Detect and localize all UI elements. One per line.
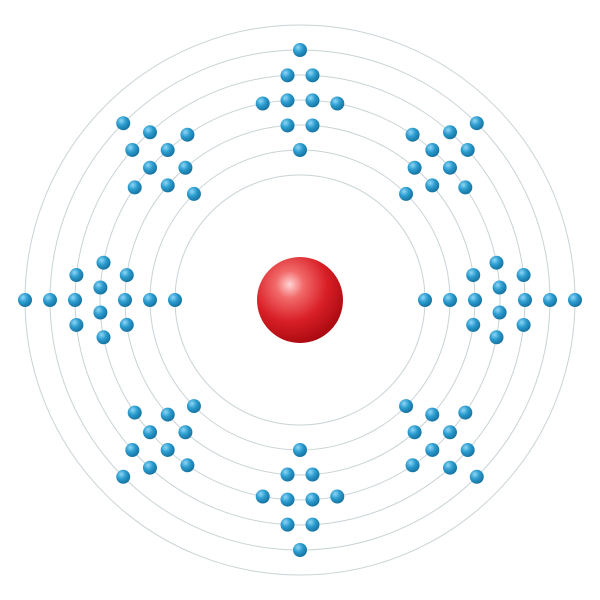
electron-shell-5 (443, 460, 458, 475)
electron-shell-2 (143, 293, 157, 307)
electron-shell-3 (160, 407, 175, 422)
electron-shell-2 (399, 186, 414, 201)
electron-shell-5 (460, 443, 475, 458)
electron-shell-1 (418, 293, 432, 307)
electron-shell-4 (93, 305, 108, 320)
electron-shell-4 (255, 489, 270, 504)
electron-shell-5 (142, 125, 157, 140)
electron-shell-3 (280, 118, 295, 133)
electron-shell-4 (330, 489, 345, 504)
electron-shell-3 (178, 425, 193, 440)
electron-shell-4 (305, 93, 320, 108)
electron-shell-4 (160, 442, 175, 457)
electron-shell-6 (116, 469, 131, 484)
electron-shell-4 (489, 255, 504, 270)
electron-shell-4 (96, 330, 111, 345)
electron-shell-2 (399, 399, 414, 414)
electron-shell-4 (405, 458, 420, 473)
electron-shell-4 (180, 458, 195, 473)
electron-shell-5 (305, 517, 320, 532)
electron-shell-3 (425, 407, 440, 422)
electron-shell-4 (458, 405, 473, 420)
electron-shell-5 (516, 268, 531, 283)
electron-shell-7 (568, 293, 582, 307)
electron-shell-4 (492, 305, 507, 320)
electron-shell-4 (255, 96, 270, 111)
electron-shell-7 (18, 293, 32, 307)
electron-shell-5 (68, 293, 82, 307)
electron-shell-5 (305, 68, 320, 83)
electron-shell-4 (127, 180, 142, 195)
electron-shell-3 (160, 178, 175, 193)
electron-shell-6 (469, 469, 484, 484)
electron-shell-4 (442, 425, 457, 440)
electron-shell-4 (425, 143, 440, 158)
electron-shell-4 (96, 255, 111, 270)
electron-shell-4 (280, 492, 295, 507)
electron-shell-5 (280, 68, 295, 83)
electron-shell-5 (516, 317, 531, 332)
electron-shell-6 (543, 293, 557, 307)
electron-shell-2 (443, 293, 457, 307)
electron-shell-1 (168, 293, 182, 307)
electron-shell-3 (118, 293, 132, 307)
electron-shell-4 (143, 160, 158, 175)
electron-shell-4 (160, 143, 175, 158)
electron-shell-5 (460, 142, 475, 157)
electron-shell-5 (69, 268, 84, 283)
electron-shell-3 (305, 118, 320, 133)
electron-shell-3 (119, 268, 134, 283)
electron-shell-4 (127, 405, 142, 420)
electron-shell-4 (280, 93, 295, 108)
electron-shell-3 (407, 425, 422, 440)
electron-shell-4 (489, 330, 504, 345)
electron-shell-3 (468, 293, 482, 307)
electron-shell-5 (142, 460, 157, 475)
electron-shell-6 (469, 116, 484, 131)
electron-shell-3 (119, 317, 134, 332)
orbit-shell-4 (99, 99, 501, 501)
electron-shell-4 (330, 96, 345, 111)
electron-shell-6 (116, 116, 131, 131)
electron-shell-3 (407, 160, 422, 175)
electron-shell-5 (125, 142, 140, 157)
electron-shell-3 (178, 160, 193, 175)
nucleus (257, 257, 343, 343)
electron-shell-3 (466, 317, 481, 332)
electron-shell-5 (443, 125, 458, 140)
electron-shell-4 (143, 425, 158, 440)
electron-shell-3 (305, 467, 320, 482)
electron-shell-5 (518, 293, 532, 307)
electron-shell-4 (425, 442, 440, 457)
electron-shell-5 (69, 317, 84, 332)
electron-shell-5 (280, 517, 295, 532)
electron-shell-6 (293, 543, 307, 557)
electron-shell-4 (492, 280, 507, 295)
electron-shell-2 (293, 443, 307, 457)
electrons (18, 43, 582, 557)
electron-shell-3 (425, 178, 440, 193)
electron-shell-2 (186, 399, 201, 414)
electron-shell-6 (293, 43, 307, 57)
electron-shell-2 (186, 186, 201, 201)
electron-shell-4 (93, 280, 108, 295)
electron-shell-4 (442, 160, 457, 175)
electron-shell-4 (180, 127, 195, 142)
electron-shell-2 (293, 143, 307, 157)
electron-shell-5 (125, 443, 140, 458)
electron-shell-4 (458, 180, 473, 195)
electron-shell-6 (43, 293, 57, 307)
electron-shell-4 (305, 492, 320, 507)
electron-shell-3 (280, 467, 295, 482)
electron-shell-4 (405, 127, 420, 142)
electron-shell-3 (466, 268, 481, 283)
